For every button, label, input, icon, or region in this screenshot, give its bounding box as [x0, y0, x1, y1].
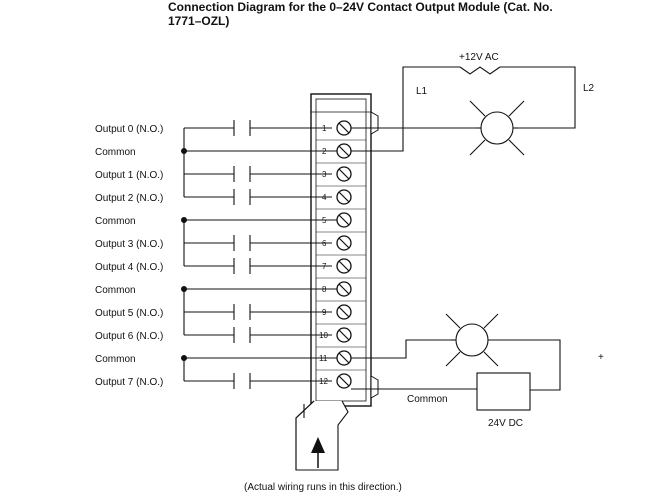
- output-labels: Output 0 (N.O.) Common Output 1 (N.O.) O…: [95, 124, 163, 388]
- contact-output-0: [233, 120, 251, 136]
- output-label: Output 1 (N.O.): [95, 170, 163, 181]
- output-label: Output 3 (N.O.): [95, 239, 163, 250]
- direction-arrow: [311, 437, 325, 468]
- contact-output-2: [233, 189, 251, 205]
- output-label: Output 2 (N.O.): [95, 193, 163, 204]
- output-label: Output 7 (N.O.): [95, 377, 163, 388]
- dc-circuit: [351, 339, 561, 411]
- contact-output-7: [233, 373, 251, 389]
- output-label: Output 6 (N.O.): [95, 331, 163, 342]
- contacts: [233, 120, 251, 389]
- output-label: Output 4 (N.O.): [95, 262, 163, 273]
- contact-output-1: [233, 166, 251, 182]
- diagram-title: Connection Diagram for the 0–24V Contact…: [168, 0, 553, 28]
- terminal-screw-4: [336, 189, 352, 205]
- contact-output-3: [233, 235, 251, 251]
- dc-lamp: [445, 313, 516, 367]
- terminal-screw-9: [336, 304, 352, 320]
- terminal-screw-8: [336, 281, 352, 297]
- contact-output-5: [233, 304, 251, 320]
- common-right-label: Common: [407, 394, 448, 405]
- terminal-screw-11: [336, 350, 352, 366]
- terminal-screw-6: [336, 235, 352, 251]
- terminal-screw-7: [336, 258, 352, 274]
- terminal-screw-10: [336, 327, 352, 343]
- contact-output-6: [233, 327, 251, 343]
- terminal-screw-12: [336, 373, 352, 389]
- dc-source-label: 24V DC: [488, 418, 523, 429]
- terminal-screw-3: [336, 166, 352, 182]
- common-label: Common: [95, 285, 136, 296]
- ac-source-label: +12V AC: [459, 52, 499, 63]
- terminal-screws: [336, 120, 352, 389]
- terminal-screw-2: [336, 143, 352, 159]
- l1-label: L1: [416, 86, 428, 97]
- common-label: Common: [95, 354, 136, 365]
- plus-label: +: [598, 352, 604, 363]
- ac-lamp: [469, 100, 525, 156]
- junction-dots: [181, 148, 187, 361]
- output-label: Output 5 (N.O.): [95, 308, 163, 319]
- contact-output-4: [233, 258, 251, 274]
- common-label: Common: [95, 147, 136, 158]
- wiring-bundle: [295, 400, 349, 471]
- ac-circuit: [351, 66, 576, 152]
- l2-label: L2: [583, 83, 595, 94]
- terminal-screw-5: [336, 212, 352, 228]
- terminal-screw-1: [336, 120, 352, 136]
- common-label: Common: [95, 216, 136, 227]
- output-wiring: [183, 127, 337, 382]
- direction-caption: (Actual wiring runs in this direction.): [244, 482, 402, 493]
- output-label: Output 0 (N.O.): [95, 124, 163, 135]
